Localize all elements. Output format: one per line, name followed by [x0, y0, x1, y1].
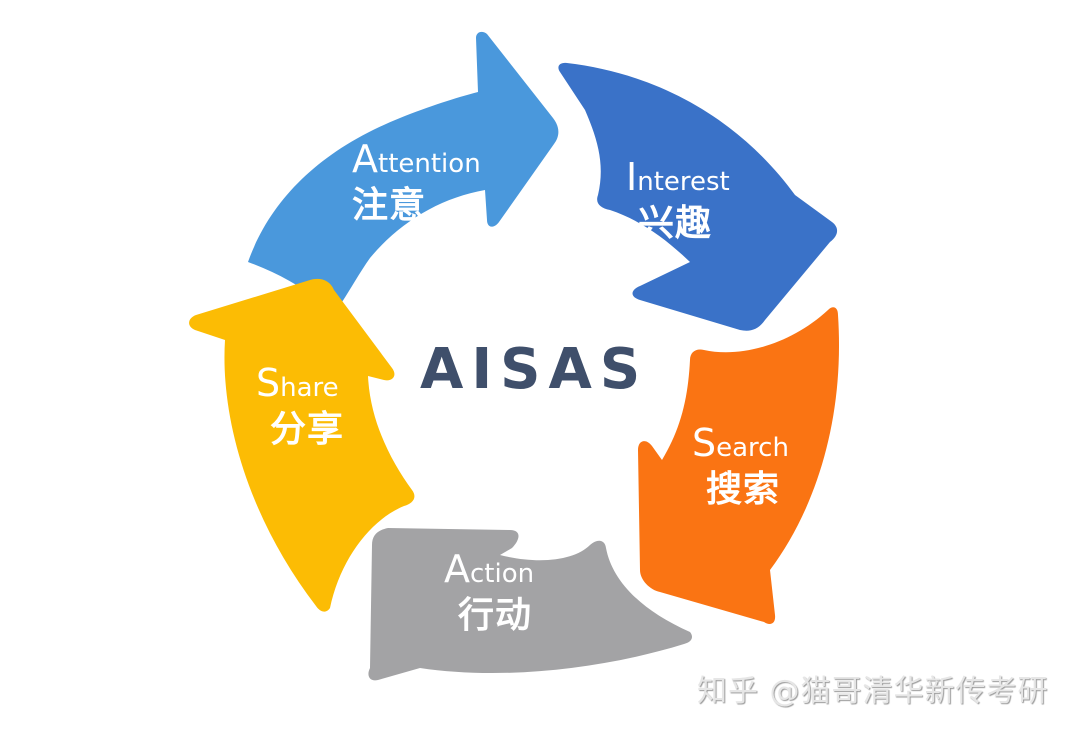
stage-search-en: Search — [692, 424, 789, 462]
stage-share: Share 分享 — [256, 364, 344, 448]
stage-share-cn: 分享 — [270, 409, 345, 450]
stage-search: Search 搜索 — [692, 424, 789, 508]
attention-arrow-shape — [248, 31, 559, 308]
stage-attention: Attention 注意 — [352, 140, 481, 224]
rest-letters: hare — [280, 373, 339, 403]
stage-action: Action 行动 — [444, 550, 534, 634]
search-arrow-shape — [638, 307, 840, 624]
stage-action-en: Action — [444, 550, 534, 588]
stage-search-cn: 搜索 — [706, 469, 781, 510]
initial-letter: I — [626, 155, 638, 199]
center-title: AISAS — [420, 337, 649, 402]
stage-attention-en: Attention — [352, 140, 481, 178]
rest-letters: ttention — [378, 149, 481, 179]
rest-letters: earch — [716, 433, 789, 463]
stage-interest-en: Interest — [626, 158, 730, 196]
stage-attention-cn: 注意 — [352, 185, 427, 226]
initial-letter: S — [256, 361, 281, 405]
action-arrow-shape — [368, 528, 692, 681]
rest-letters: nterest — [637, 167, 730, 197]
initial-letter: A — [444, 547, 470, 591]
watermark: 知乎 @猫哥清华新传考研 — [697, 674, 1049, 709]
interest-arrow-shape — [558, 62, 838, 331]
initial-letter: A — [352, 137, 378, 181]
initial-letter: S — [692, 421, 717, 465]
stage-action-cn: 行动 — [458, 595, 533, 636]
rest-letters: ction — [470, 559, 535, 589]
stage-interest: Interest 兴趣 — [626, 158, 730, 242]
stage-share-en: Share — [256, 364, 344, 402]
share-arrow-shape — [189, 278, 415, 612]
stage-interest-cn: 兴趣 — [638, 203, 713, 244]
